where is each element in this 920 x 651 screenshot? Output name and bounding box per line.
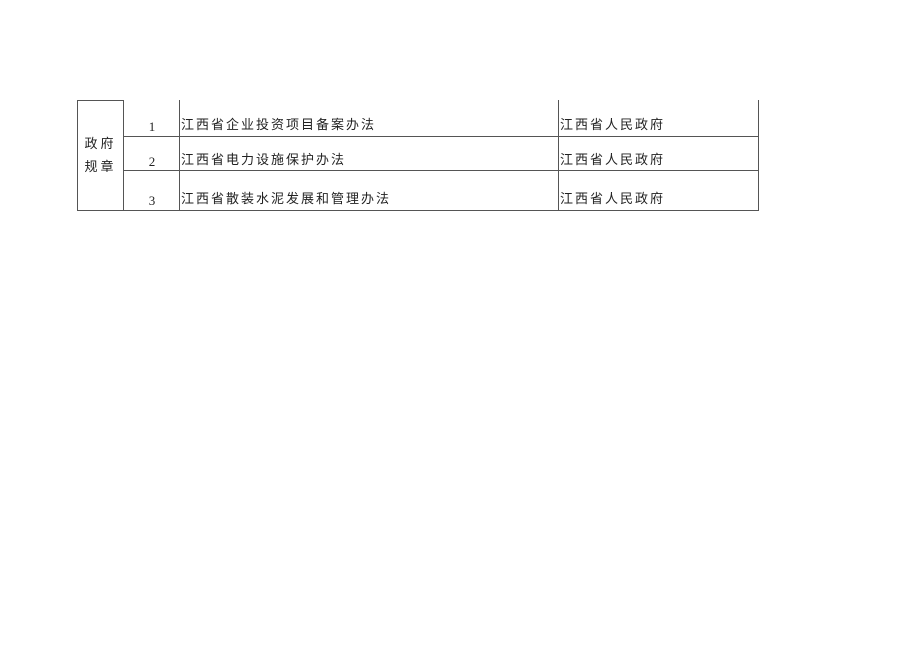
- row-index: 2: [148, 154, 156, 169]
- row-index: 3: [148, 193, 156, 208]
- table-left-border: [77, 100, 78, 211]
- table-top-border-category: [77, 100, 124, 101]
- row-separator-2: [123, 170, 759, 171]
- regulation-title: 江西省散装水泥发展和管理办法: [181, 192, 392, 207]
- regulation-title: 江西省企业投资项目备案办法: [181, 118, 377, 133]
- row-index: 1: [148, 119, 156, 134]
- table-right-border: [758, 100, 759, 211]
- regulation-title: 江西省电力设施保护办法: [181, 153, 347, 168]
- category-cell: 政府 规章: [78, 133, 123, 179]
- issuing-authority: 江西省人民政府: [560, 192, 666, 207]
- index-right-border: [179, 100, 180, 211]
- table-bottom-border: [77, 210, 759, 211]
- authority-left-border: [558, 100, 559, 211]
- row-separator-1: [123, 136, 759, 137]
- issuing-authority: 江西省人民政府: [560, 153, 666, 168]
- issuing-authority: 江西省人民政府: [560, 118, 666, 133]
- category-label-line2: 规章: [84, 160, 117, 175]
- category-label-line1: 政府: [84, 137, 117, 152]
- category-right-border: [123, 100, 124, 211]
